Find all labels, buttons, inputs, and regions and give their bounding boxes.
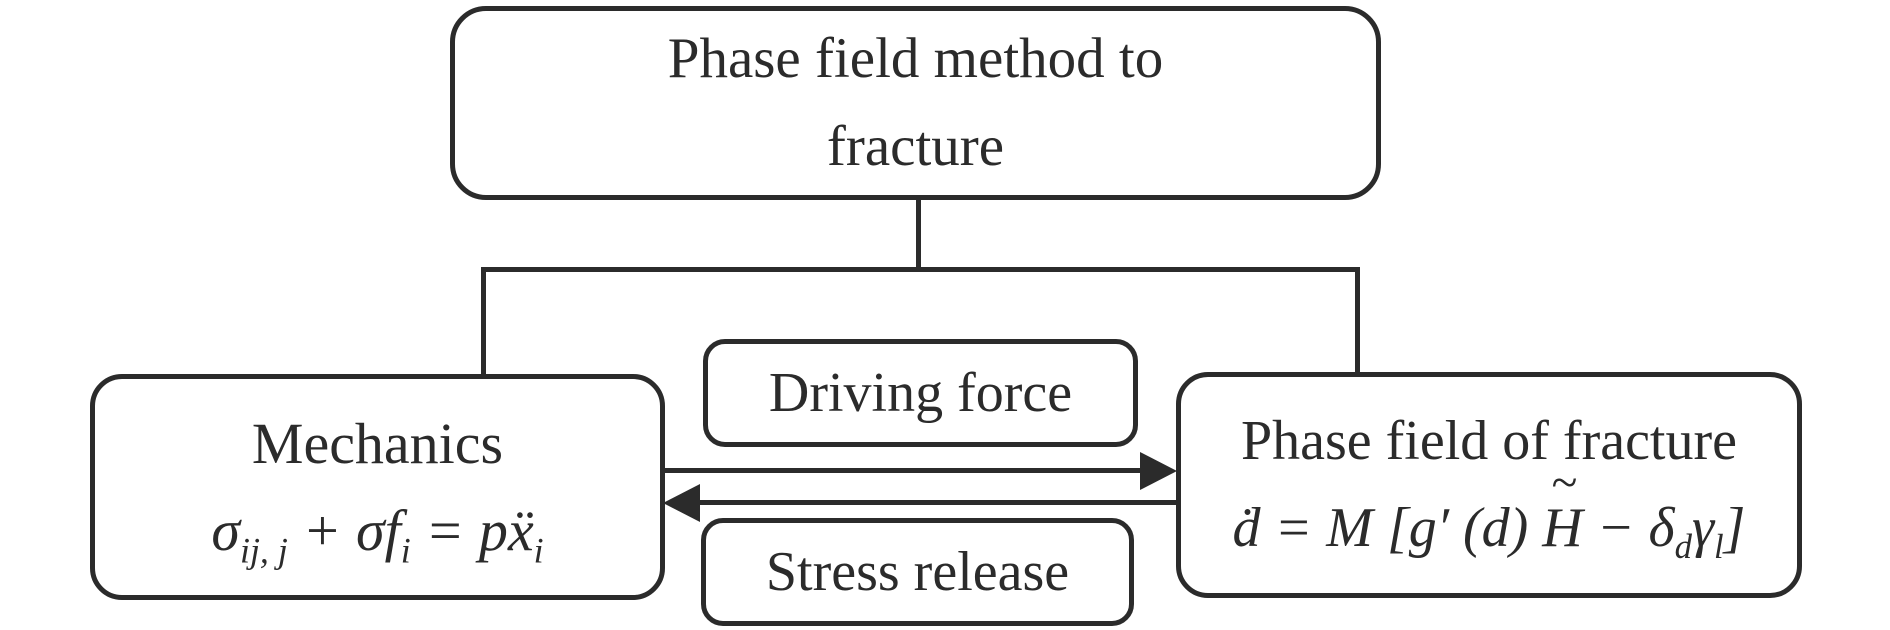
node-mechanics: Mechanics σij, j + σfi = pẍi <box>90 374 665 600</box>
arrow-driving-force-line <box>663 468 1143 473</box>
connector-root-stem <box>916 197 921 272</box>
arrow-driving-force-head-icon <box>1140 452 1177 490</box>
connector-horizontal-bar <box>481 267 1360 272</box>
mechanics-title: Mechanics <box>251 411 504 476</box>
node-phase-field-method: Phase field method to fracture <box>450 6 1381 200</box>
stress-release-text: Stress release <box>765 541 1070 603</box>
arrow-stress-release-line <box>700 500 1178 505</box>
phase-field-equation: ḋ = M [g′ (d) ~H − δdγl] <box>1232 457 1746 567</box>
label-stress-release: Stress release <box>701 518 1134 626</box>
driving-force-text: Driving force <box>768 362 1073 424</box>
connector-drop-left <box>481 267 486 377</box>
mechanics-equation: σij, j + σfi = pẍi <box>211 498 544 571</box>
arrow-stress-release-head-icon <box>663 484 700 522</box>
root-title-line2: fracture <box>826 115 1005 178</box>
label-driving-force: Driving force <box>703 339 1138 447</box>
phase-field-title: Phase field of fracture <box>1241 410 1737 473</box>
node-phase-field-of-fracture: Phase field of fracture ḋ = M [g′ (d) ~H… <box>1176 372 1802 598</box>
root-title-line1: Phase field method to <box>667 26 1164 90</box>
connector-drop-right <box>1355 267 1360 375</box>
